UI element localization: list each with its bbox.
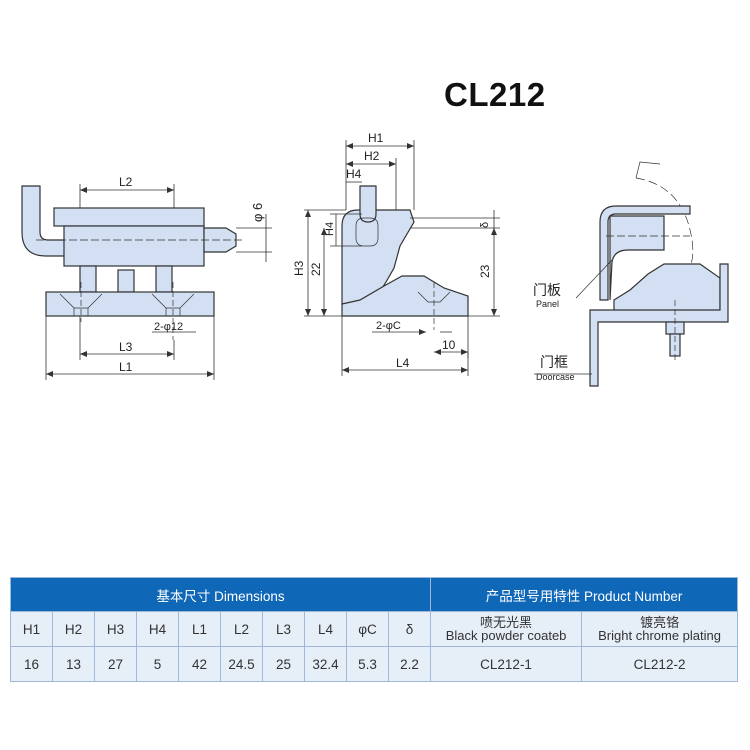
val-H3: 27 — [94, 646, 137, 682]
dim-hole-label: 2-φ12 — [154, 321, 183, 333]
spec-table: 基本尺寸 Dimensions 产品型号用特性 Product Number H… — [9, 577, 739, 682]
panel-en-label: Panel — [536, 299, 559, 309]
dim-L3-label: L3 — [119, 340, 133, 354]
technical-drawing: L2 φ 6 2-φ12 L3 L1 — [21, 131, 729, 387]
table-row: H1 H2 H3 H4 L1 L2 L3 L4 φC δ 喷无光黑 Black … — [10, 611, 739, 647]
dim-phiC-label: 2-φC — [376, 320, 401, 332]
val-delta: 2.2 — [387, 646, 432, 682]
dim-L1-label: L1 — [119, 360, 133, 374]
dim-delta-label: δ — [479, 222, 491, 228]
dim-H2-label: H2 — [364, 149, 380, 163]
val-L4: 32.4 — [304, 646, 347, 682]
col-H4: H4 — [136, 611, 179, 647]
installed-view — [534, 161, 729, 387]
dim-L2-label: L2 — [119, 175, 133, 189]
val-H2: 13 — [52, 646, 95, 682]
val-H4: 5 — [136, 646, 179, 682]
val-phiC: 5.3 — [346, 646, 389, 682]
finish-chrome-en: Bright chrome plating — [598, 627, 721, 643]
side-view — [304, 140, 500, 376]
dimensions-header: 基本尺寸 Dimensions — [9, 577, 432, 612]
col-L4: L4 — [304, 611, 347, 647]
dim-H4-side-label: H4 — [324, 222, 336, 236]
dim-H3-label: H3 — [292, 260, 306, 276]
col-H3: H3 — [94, 611, 137, 647]
val-L1: 42 — [178, 646, 221, 682]
doorcase-en-label: Doorcase — [536, 372, 575, 382]
table-header-row: 基本尺寸 Dimensions 产品型号用特性 Product Number — [9, 577, 739, 612]
finish-chrome: 镀亮铬 Bright chrome plating — [581, 611, 739, 647]
val-L3: 25 — [262, 646, 305, 682]
table-row: 16 13 27 5 42 24.5 25 32.4 5.3 2.2 CL212… — [10, 646, 739, 682]
dim-H1-label: H1 — [368, 131, 384, 145]
finish-chrome-zh: 镀亮铬 — [640, 614, 680, 630]
product-number-header: 产品型号用特性 Product Number — [430, 577, 739, 612]
val-H1: 16 — [10, 646, 53, 682]
dim-23-label: 23 — [478, 264, 492, 278]
col-delta: δ — [387, 611, 432, 647]
panel-zh-label: 门板 — [533, 282, 561, 298]
dim-H4-top-label: H4 — [346, 167, 362, 181]
finish-black-zh: 喷无光黑 — [480, 614, 533, 630]
dim-phi6-label: φ 6 — [250, 203, 265, 222]
col-L2: L2 — [220, 611, 263, 647]
finish-black: 喷无光黑 Black powder coateb — [430, 611, 583, 647]
col-H1: H1 — [10, 611, 53, 647]
model-black: CL212-1 — [430, 646, 583, 682]
col-H2: H2 — [52, 611, 95, 647]
dim-10-label: 10 — [442, 338, 456, 352]
dim-L4-label: L4 — [396, 356, 410, 370]
doorcase-zh-label: 门框 — [540, 354, 568, 370]
product-title: CL212 — [444, 76, 546, 113]
finish-black-en: Black powder coateb — [445, 627, 567, 643]
val-L2: 24.5 — [220, 646, 263, 682]
col-L1: L1 — [178, 611, 221, 647]
col-phiC: φC — [346, 611, 389, 647]
front-view — [21, 184, 272, 380]
model-chrome: CL212-2 — [581, 646, 739, 682]
dim-22-label: 22 — [309, 262, 323, 276]
col-L3: L3 — [262, 611, 305, 647]
